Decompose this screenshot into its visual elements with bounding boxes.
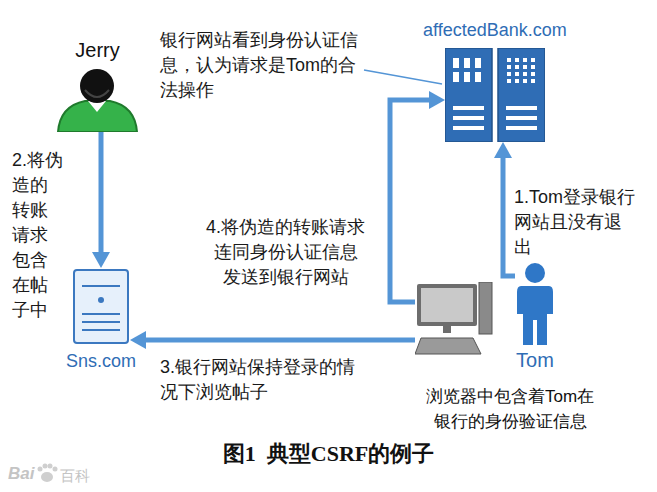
arrow-head	[494, 142, 512, 158]
attacker-figure-icon	[55, 68, 140, 132]
edge-label: 2.将伪造的转账请求包含在帖子中	[12, 148, 64, 323]
node-title: Sns.com	[51, 349, 151, 374]
watermark-paw	[38, 464, 58, 483]
leader-line	[364, 70, 442, 84]
edge-label: 1.Tom登录银行网站且没有退出	[514, 185, 638, 260]
node-title: 浏览器中包含着Tom在银行的身份验证信息	[419, 384, 601, 434]
arrow-line	[144, 338, 415, 343]
note-text: 银行网站看到身份认证信息，认为请求是Tom的合法操作	[160, 28, 360, 103]
arrow-line	[390, 100, 431, 302]
victim-figure: Tom	[515, 262, 555, 345]
bank-server: affectedBank.com	[445, 48, 545, 142]
figure-caption: 图1 典型CSRF的例子	[0, 441, 657, 466]
arrow-head	[130, 331, 146, 349]
edge-label: 3.银行网站保持登录的情况下浏览帖子	[160, 355, 365, 405]
arrow-line	[99, 132, 104, 254]
flow-arrow	[390, 91, 445, 302]
node-title: Jerry	[60, 38, 135, 63]
edge-label: 4.将伪造的转账请求连同身份认证信息发送到银行网站	[205, 215, 366, 290]
watermark-text: Bai	[8, 461, 34, 486]
arrow-head	[429, 91, 445, 109]
flow-arrow	[92, 132, 110, 268]
arrow-head	[92, 252, 110, 268]
browser-computer-icon	[415, 282, 493, 356]
node-title: affectedBank.com	[395, 18, 595, 43]
attacker-figure: Jerry	[55, 68, 140, 132]
sns-server: Sns.com	[72, 268, 130, 345]
watermark-text: 百科	[60, 463, 90, 488]
browser-computer: 浏览器中包含着Tom在银行的身份验证信息	[415, 282, 493, 356]
victim-figure-icon	[515, 262, 555, 345]
flow-arrow	[494, 142, 515, 276]
sns-server-icon	[72, 268, 130, 345]
bank-server-icon	[445, 48, 545, 142]
flow-arrow	[130, 331, 415, 349]
node-title: Tom	[500, 348, 570, 373]
